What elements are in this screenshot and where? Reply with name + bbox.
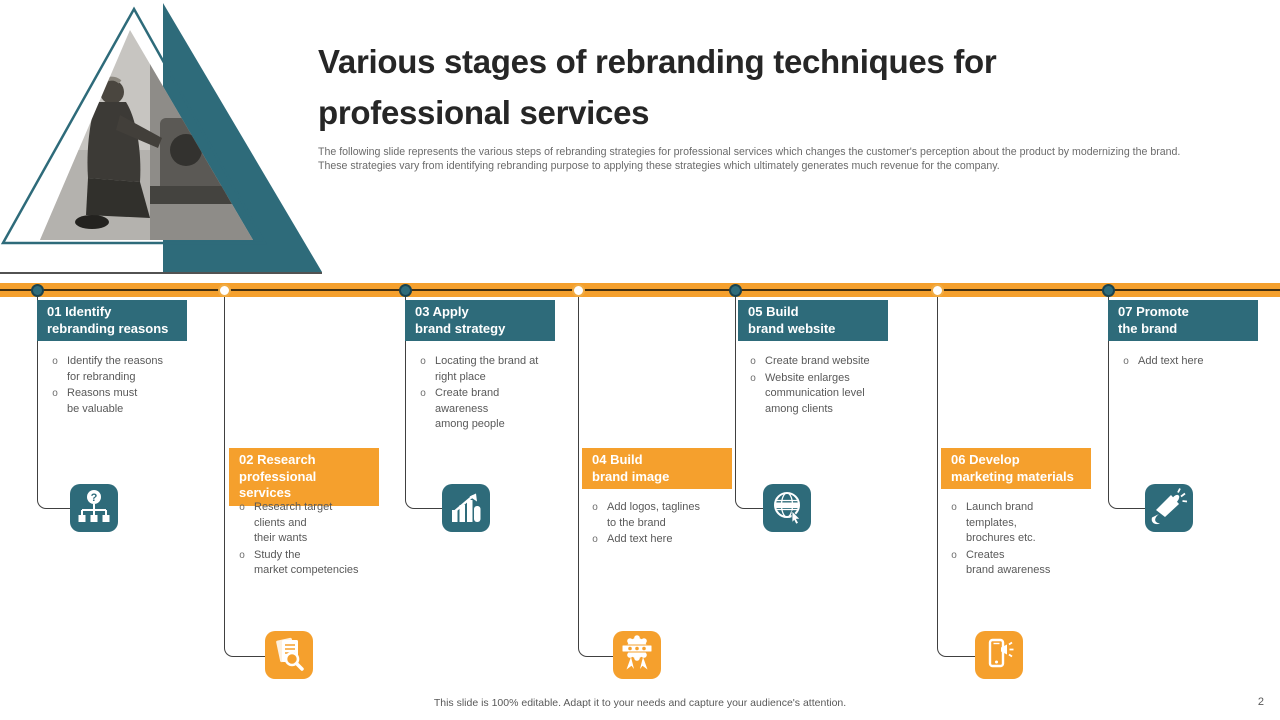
timeline-dot-07 (1102, 284, 1115, 297)
connector-line (578, 297, 614, 657)
bullet-text: Create brand website (765, 355, 870, 367)
award-badge-icon (613, 631, 661, 679)
outline-triangle-shape (0, 6, 268, 245)
timeline-dot-01 (31, 284, 44, 297)
page-number: 2 (1257, 696, 1264, 708)
timeline-dot-06 (931, 284, 944, 297)
svg-text:?: ? (91, 492, 98, 504)
stage-bullets: o Add text here (1114, 354, 1280, 371)
connector-line (937, 297, 976, 657)
bullet-marker: o (239, 502, 245, 513)
bullet-marker: o (750, 356, 756, 367)
footer-note: This slide is 100% editable. Adapt it to… (433, 697, 847, 709)
bullet-marker: o (1123, 356, 1129, 367)
bullet-item: o Create brand website (741, 354, 911, 370)
timeline-dot-03 (399, 284, 412, 297)
bullet-text: Add text here (1138, 355, 1204, 367)
connector-line (1108, 297, 1146, 509)
mobile-marketing-icon (975, 631, 1023, 679)
hierarchy-question-icon: ? (70, 484, 118, 532)
megaphone-icon (1145, 484, 1193, 532)
timeline-axis-line (0, 289, 1280, 291)
connector-line (735, 297, 764, 509)
page-subtitle: The following slide represents the vario… (318, 146, 1181, 172)
connector-line (405, 297, 443, 509)
growth-chart-icon (442, 484, 490, 532)
bullet-text: Add text here (607, 533, 673, 545)
bullet-marker: o (52, 388, 58, 399)
timeline-dot-02 (218, 284, 231, 297)
bullet-marker: o (52, 356, 58, 367)
page-title: Various stages of rebranding techniques … (318, 43, 997, 131)
connector-line (37, 297, 71, 509)
connector-line (224, 297, 266, 657)
bullet-item: o Add text here (583, 532, 753, 548)
bullet-marker: o (420, 356, 426, 367)
bullet-marker: o (592, 534, 598, 545)
timeline-dot-05 (729, 284, 742, 297)
bullet-marker: o (951, 502, 957, 513)
bullet-marker: o (951, 549, 957, 561)
bullet-marker: o (239, 549, 245, 561)
bullet-marker: o (420, 388, 426, 399)
bullet-item: o Add text here (1114, 354, 1280, 370)
worker-photo-triangle (0, 3, 322, 274)
bullet-marker: o (592, 502, 598, 513)
timeline-dot-04 (572, 284, 585, 297)
globe-icon (763, 484, 811, 532)
document-search-icon (265, 631, 313, 679)
bullet-marker: o (750, 372, 756, 384)
